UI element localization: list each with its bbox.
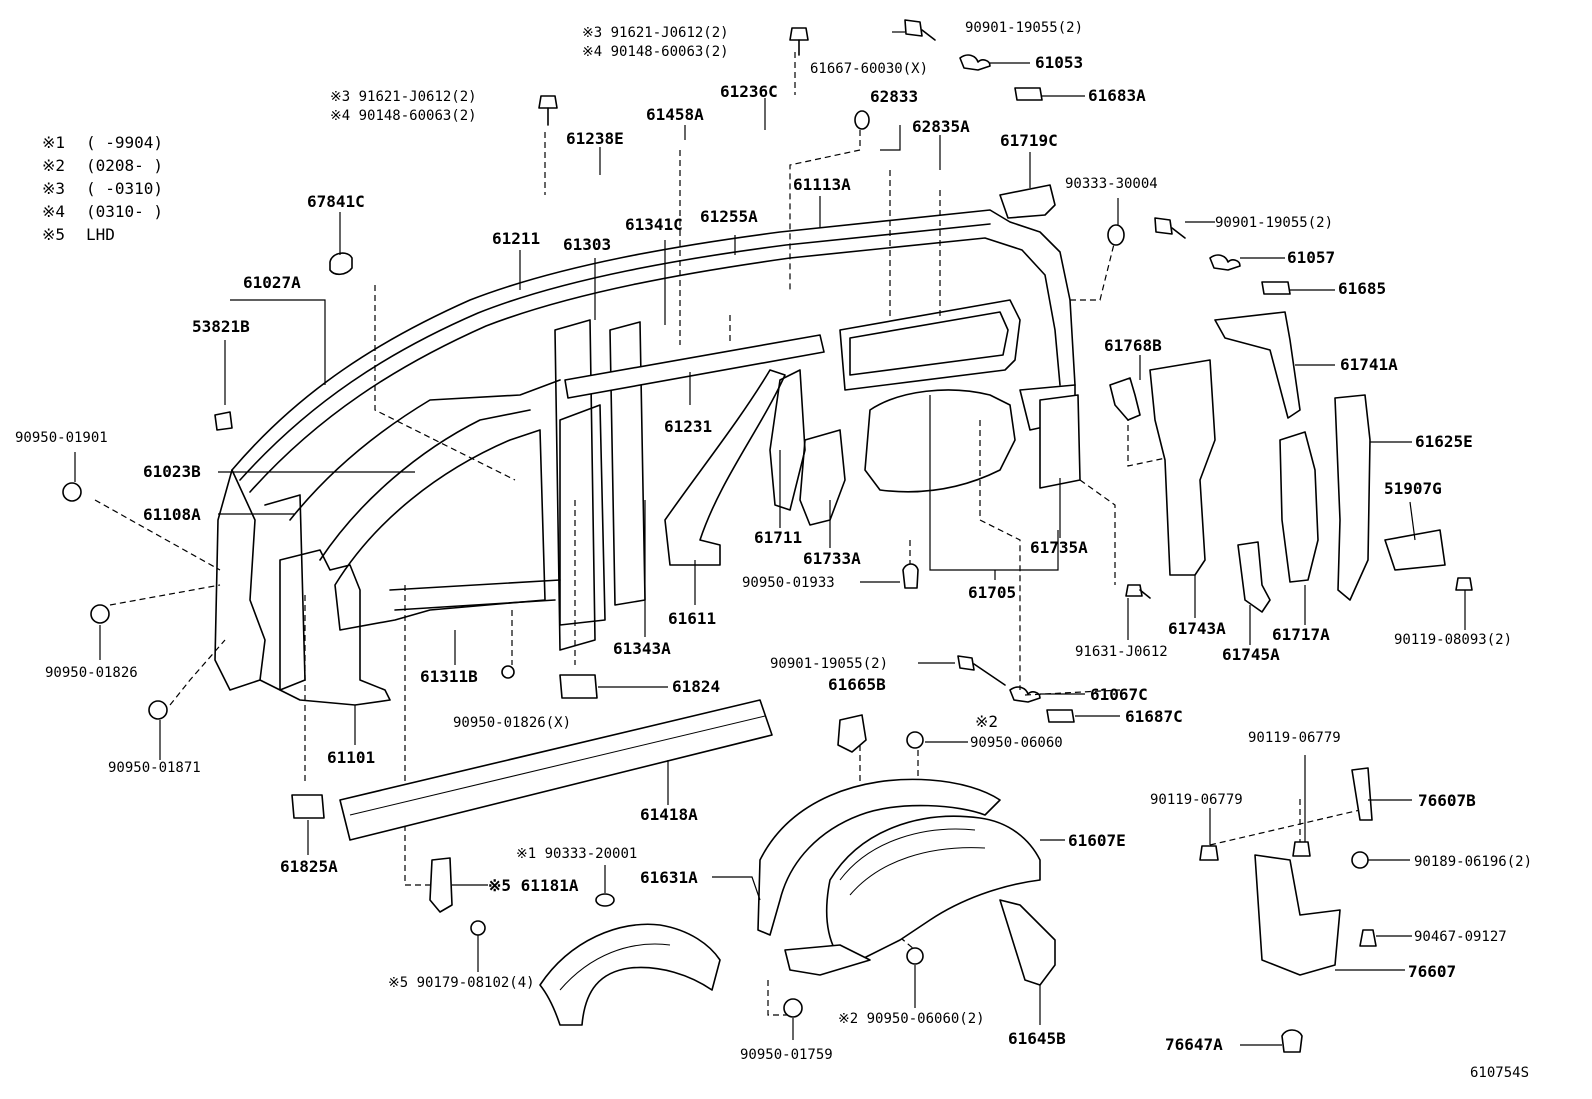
label-61341c: 61341C [625, 215, 683, 234]
label-61311b: 61311B [420, 667, 478, 686]
label-90950-01759: 90950-01759 [740, 1047, 833, 1063]
label-61683a: 61683A [1088, 86, 1146, 105]
wheel-housings [539, 778, 1041, 1026]
drawing-code: 610754S [1470, 1065, 1529, 1081]
label-61625e: 61625E [1415, 432, 1473, 451]
label-90901-19055-a: 90901-19055(2) [965, 20, 1083, 36]
label-76607b: 76607B [1418, 791, 1476, 810]
label-90950-01826: 90950-01826 [45, 665, 138, 681]
label-90950-01871: 90950-01871 [108, 760, 201, 776]
label-61745a: 61745A [1222, 645, 1280, 664]
label-53821b: 53821B [192, 317, 250, 336]
label-51907g: 51907G [1384, 479, 1442, 498]
note-text-3: ( -0310) [86, 179, 163, 198]
label-61108a: 61108A [143, 505, 201, 524]
note-mark-4: ※4 [42, 202, 65, 221]
label-90950-01901: 90950-01901 [15, 430, 108, 446]
label-61825a: 61825A [280, 857, 338, 876]
label-61768b: 61768B [1104, 336, 1162, 355]
label-90467-09127: 90467-09127 [1414, 929, 1507, 945]
label-61743a: 61743A [1168, 619, 1226, 638]
note-mark-5: ※5 [42, 225, 65, 244]
note-mark-1: ※1 [42, 133, 65, 152]
label-note2-top: ※2 [975, 712, 998, 731]
label-76647a: 76647A [1165, 1035, 1223, 1054]
part-labels: ※3 91621-J0612(2) ※4 90148-60063(2) ※3 9… [15, 20, 1532, 1081]
label-61101: 61101 [327, 748, 375, 767]
label-61719c: 61719C [1000, 131, 1058, 150]
label-90333-20001: ※1 90333-20001 [516, 846, 637, 862]
label-90901-19055-b: 90901-19055(2) [1215, 215, 1333, 231]
note-text-4: (0310- ) [86, 202, 163, 221]
label-61611: 61611 [668, 609, 716, 628]
label-90950-01826-x: 90950-01826(X) [453, 715, 571, 731]
rocker-panel [339, 699, 773, 841]
label-90148-60063-top-right: ※4 90148-60063(2) [582, 44, 729, 60]
label-76607: 76607 [1408, 962, 1456, 981]
label-62833: 62833 [870, 87, 918, 106]
label-91631-j0612: 91631-J0612 [1075, 644, 1168, 660]
right-panels [429, 184, 1446, 986]
label-61231: 61231 [664, 417, 712, 436]
label-90950-01933: 90950-01933 [742, 575, 835, 591]
label-61303: 61303 [563, 235, 611, 254]
leader-lines [74, 31, 1466, 1046]
small-parts [62, 19, 1473, 1053]
label-61824: 61824 [672, 677, 720, 696]
label-90119-06779-a: 90119-06779 [1248, 730, 1341, 746]
label-61458a: 61458A [646, 105, 704, 124]
label-91621-j0612-top-left: ※3 91621-J0612(2) [330, 89, 477, 105]
label-61665b: 61665B [828, 675, 886, 694]
label-90901-19055-c: 90901-19055(2) [770, 656, 888, 672]
label-61717a: 61717A [1272, 625, 1330, 644]
label-61067c: 61067C [1090, 685, 1148, 704]
label-61343a: 61343A [613, 639, 671, 658]
label-61667-60030: 61667-60030(X) [810, 61, 928, 77]
label-61733a: 61733A [803, 549, 861, 568]
label-90950-06060: 90950-06060 [970, 735, 1063, 751]
label-61687c: 61687C [1125, 707, 1183, 726]
label-61236c: 61236C [720, 82, 778, 101]
label-61053: 61053 [1035, 53, 1083, 72]
label-91621-j0612-top-right: ※3 91621-J0612(2) [582, 25, 729, 41]
label-61645b: 61645B [1008, 1029, 1066, 1048]
note-text-5: LHD [86, 225, 115, 244]
label-61705: 61705 [968, 583, 1016, 602]
label-61181a: ※5 61181A [488, 876, 579, 895]
notes-legend: ※1 ( -9904) ※2 (0208- ) ※3 ( -0310) ※4 (… [42, 133, 163, 244]
label-61607e: 61607E [1068, 831, 1126, 850]
note-mark-2: ※2 [42, 156, 65, 175]
label-61735a: 61735A [1030, 538, 1088, 557]
label-61238e: 61238E [566, 129, 624, 148]
label-90950-06060-2: ※2 90950-06060(2) [838, 1011, 985, 1027]
label-61113a: 61113A [793, 175, 851, 194]
note-text-1: ( -9904) [86, 133, 163, 152]
label-61418a: 61418A [640, 805, 698, 824]
label-90148-60063-top-left: ※4 90148-60063(2) [330, 108, 477, 124]
label-90189-06196: 90189-06196(2) [1414, 854, 1532, 870]
label-61711: 61711 [754, 528, 802, 547]
label-90333-30004: 90333-30004 [1065, 176, 1158, 192]
note-text-2: (0208- ) [86, 156, 163, 175]
label-90179-08102: ※5 90179-08102(4) [388, 975, 535, 991]
label-62835a: 62835A [912, 117, 970, 136]
label-90119-06779-b: 90119-06779 [1150, 792, 1243, 808]
label-67841c: 67841C [307, 192, 365, 211]
note-mark-3: ※3 [42, 179, 65, 198]
label-61023b: 61023B [143, 462, 201, 481]
label-61027a: 61027A [243, 273, 301, 292]
label-61211: 61211 [492, 229, 540, 248]
label-90119-08093: 90119-08093(2) [1394, 632, 1512, 648]
label-61741a: 61741A [1340, 355, 1398, 374]
label-61255a: 61255A [700, 207, 758, 226]
label-61057: 61057 [1287, 248, 1335, 267]
label-61631a: 61631A [640, 868, 698, 887]
label-61685: 61685 [1338, 279, 1386, 298]
